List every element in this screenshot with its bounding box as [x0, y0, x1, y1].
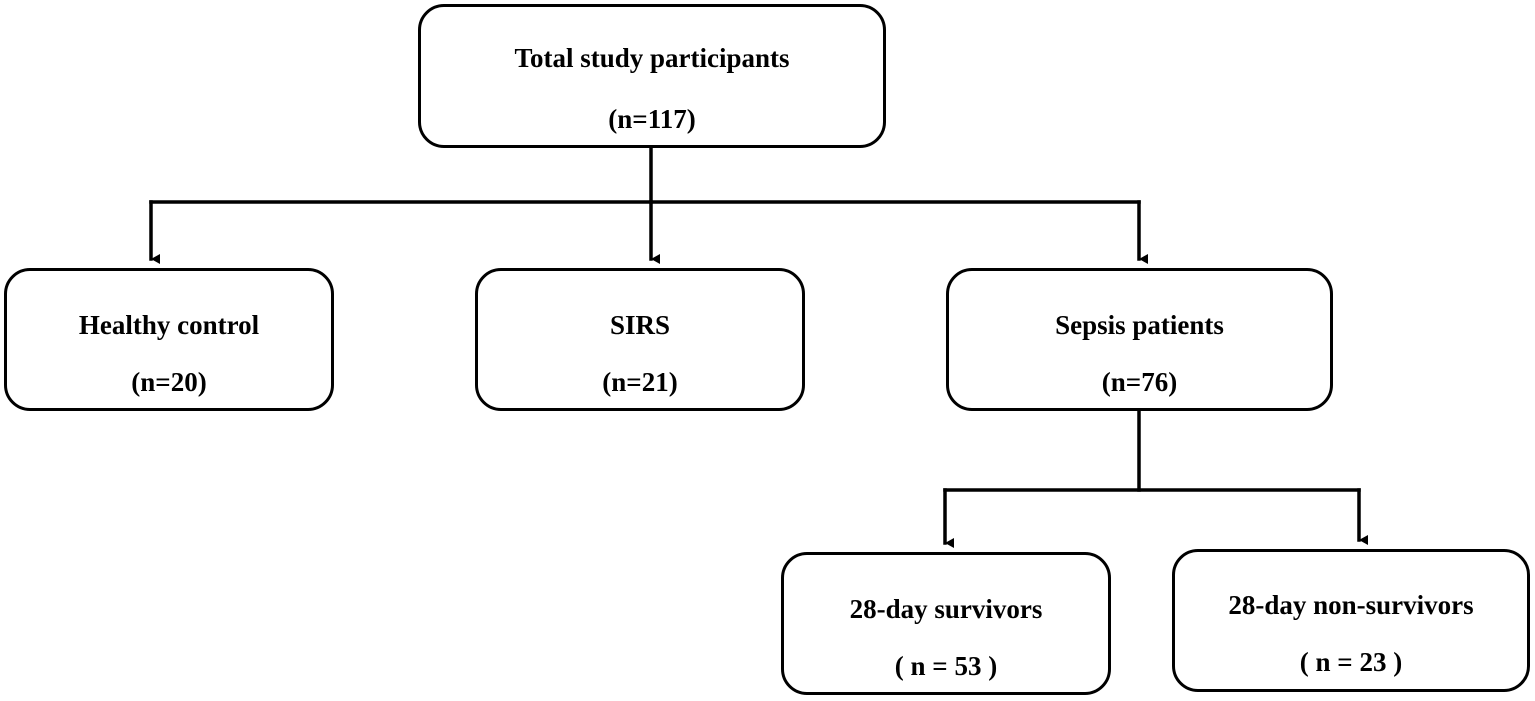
node-28-day-survivors: 28-day survivors ( n = 53 ) [781, 552, 1111, 695]
node-count: (n=21) [602, 367, 678, 397]
node-healthy-control: Healthy control (n=20) [4, 268, 334, 411]
node-count: (n=20) [131, 367, 207, 397]
node-title: SIRS [609, 310, 671, 340]
node-sirs: SIRS (n=21) [475, 268, 805, 411]
node-sepsis-patients: Sepsis patients (n=76) [946, 268, 1333, 411]
node-title: 28-day non-survivors [1228, 590, 1474, 620]
node-title: Total study participants [514, 43, 790, 73]
node-title: 28-day survivors [849, 594, 1043, 624]
node-count: (n=117) [608, 104, 696, 134]
node-count: ( n = 23 ) [1299, 647, 1403, 677]
node-title: Healthy control [78, 310, 260, 340]
node-count: (n=76) [1101, 367, 1178, 397]
node-total-participants: Total study participants (n=117) [418, 4, 886, 148]
node-28-day-non-survivors: 28-day non-survivors ( n = 23 ) [1172, 549, 1530, 692]
node-count: ( n = 53 ) [894, 651, 998, 681]
node-title: Sepsis patients [1055, 310, 1224, 340]
